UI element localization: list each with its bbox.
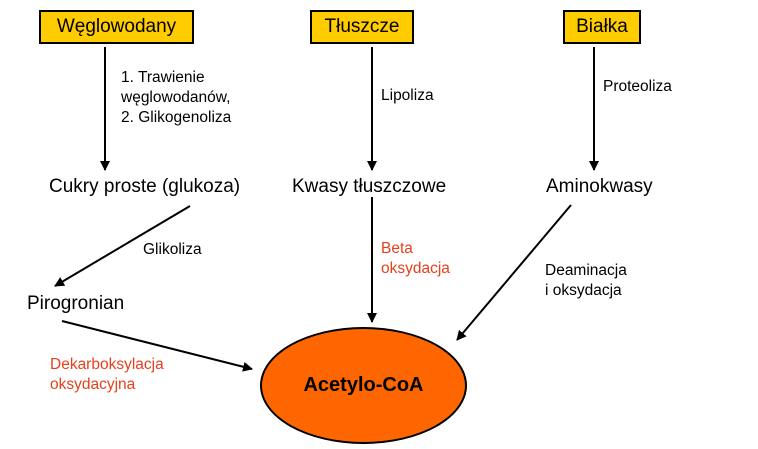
process-label-glycolysis: Glikoliza xyxy=(143,241,202,258)
process-label-lipolysis: Lipoliza xyxy=(381,87,434,104)
target-acetyl-coa-label: Acetylo-CoA xyxy=(303,374,424,396)
target-acetyl-coa: Acetylo-CoA xyxy=(260,327,467,444)
source-box-proteins: Białka xyxy=(563,10,641,44)
process-label-beta-oxidation: Beta oksydacja xyxy=(381,240,450,277)
node-pyruvate: Pirogronian xyxy=(27,293,125,314)
source-box-fats: Tłuszcze xyxy=(310,10,414,44)
source-box-carbohydrates: Węglowodany xyxy=(39,10,194,44)
arrow-amino-acids-to-acetyl-coa xyxy=(456,204,572,341)
process-label-carb-digestion: 1. Trawienie węglowodanów, 2. Glikogenol… xyxy=(121,69,232,126)
process-label-proteolysis: Proteoliza xyxy=(603,78,672,95)
node-simple-sugars: Cukry proste (glukoza) xyxy=(49,176,241,197)
node-fatty-acids: Kwasy tłuszczowe xyxy=(292,176,447,197)
process-label-oxidative-decarboxylation: Dekarboksylacja oksydacyjna xyxy=(50,356,164,393)
node-amino-acids: Aminokwasy xyxy=(546,176,653,197)
process-label-deamination: Deaminacja i oksydacja xyxy=(545,262,627,299)
arrow-sugars-to-pyruvate xyxy=(54,205,191,287)
arrow-pyruvate-to-acetyl-coa xyxy=(61,320,253,372)
